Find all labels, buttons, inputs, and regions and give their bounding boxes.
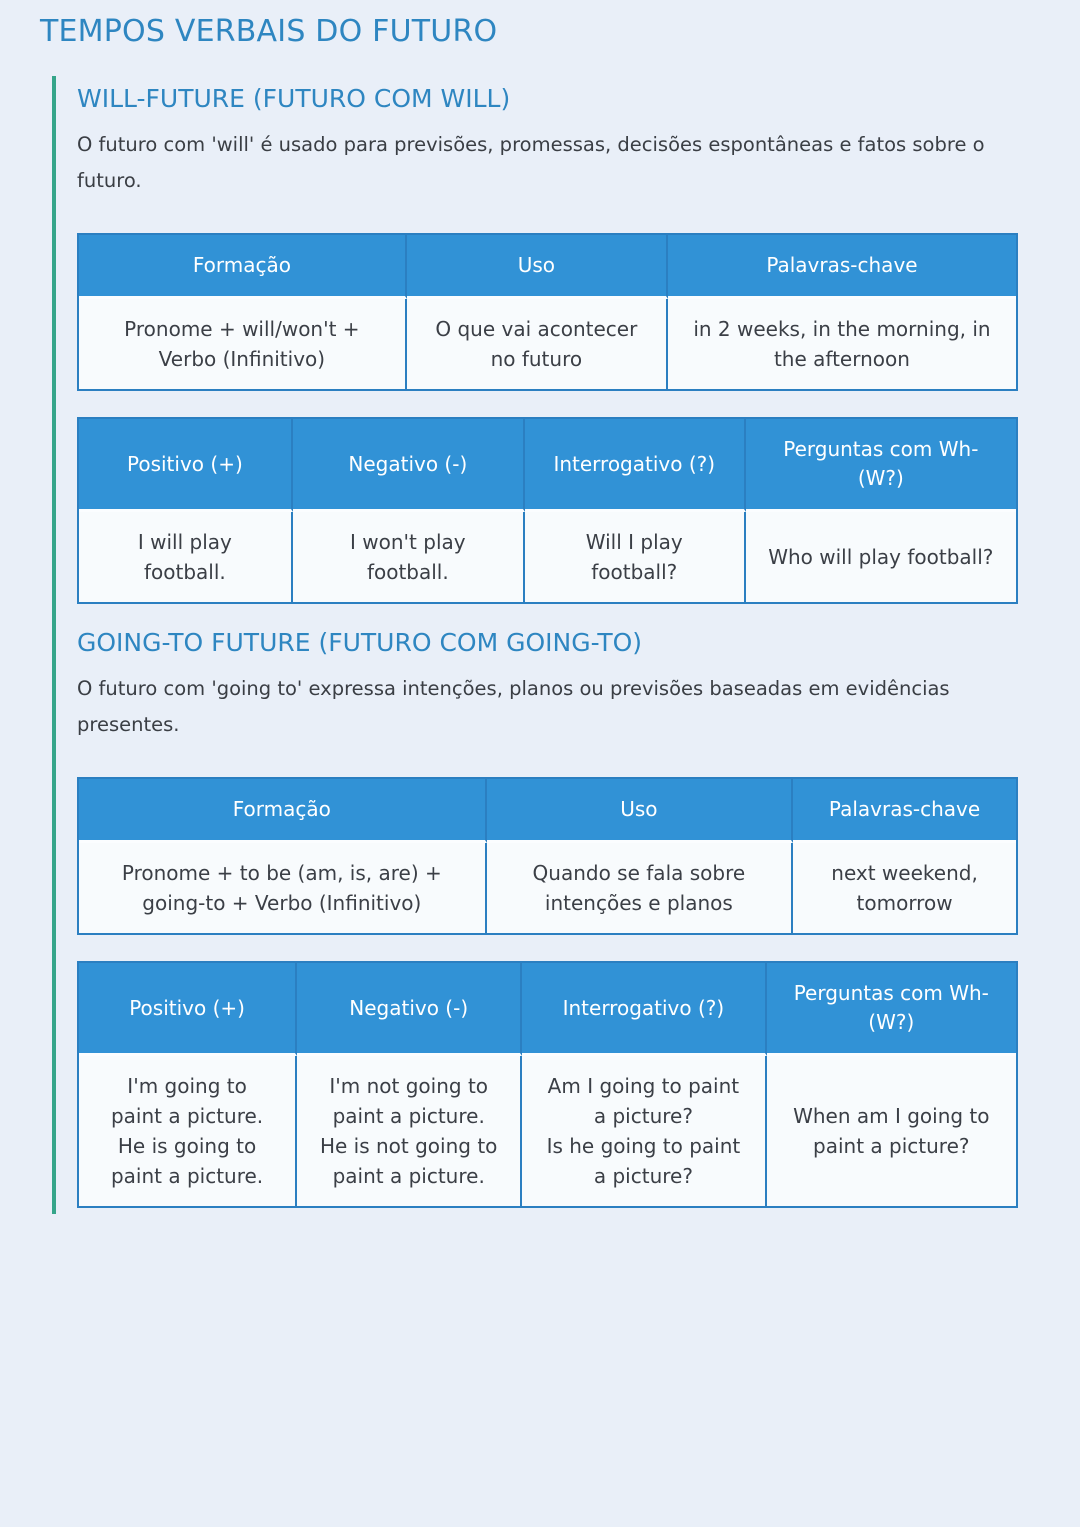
cell-wh-questions: Who will play football? <box>745 512 1016 603</box>
column-header-negativo: Negativo (-) <box>292 419 525 513</box>
cell-palavras-chave: next weekend, tomorrow <box>793 843 1016 934</box>
cell-interrogativo: Am I going to paint a picture? Is he goi… <box>522 1056 767 1207</box>
cell-palavras-chave: in 2 weeks, in the morning, in the after… <box>667 299 1016 390</box>
cell-formacao: Pronome + will/won't + Verbo (Infinitivo… <box>79 299 407 390</box>
column-header-positivo: Positivo (+) <box>79 419 293 513</box>
column-header-interrogativo: Interrogativo (?) <box>524 419 746 513</box>
cell-wh-questions: When am I going to paint a picture? <box>766 1056 1016 1207</box>
going-to-future-heading: GOING-TO FUTURE (FUTURO COM GOING-TO) <box>77 628 643 658</box>
going-to-forms-table: Positivo (+) Negativo (-) Interrogativo … <box>77 961 1018 1209</box>
cell-formacao: Pronome + to be (am, is, are) + going-to… <box>79 843 487 934</box>
table-header-row: Positivo (+) Negativo (-) Interrogativo … <box>79 963 1016 1057</box>
will-future-description: O futuro com 'will' é usado para previsõ… <box>77 133 985 193</box>
cell-uso: Quando se fala sobre intenções e planos <box>486 843 794 934</box>
column-header-interrogativo: Interrogativo (?) <box>522 963 767 1057</box>
column-header-uso: Uso <box>406 235 668 300</box>
table-header-row: Formação Uso Palavras-chave <box>79 235 1016 300</box>
future-tenses-section: WILL-FUTURE (FUTURO COM WILL) O futuro c… <box>52 76 1018 1215</box>
column-header-positivo: Positivo (+) <box>79 963 298 1057</box>
column-header-palavras-chave: Palavras-chave <box>667 235 1016 300</box>
cell-negativo: I won't play football. <box>292 512 525 603</box>
table-row: Pronome + will/won't + Verbo (Infinitivo… <box>79 299 1016 390</box>
table-header-row: Formação Uso Palavras-chave <box>79 779 1016 844</box>
page-title: TEMPOS VERBAIS DO FUTURO <box>40 14 498 49</box>
cell-positivo: I will play football. <box>79 512 293 603</box>
cell-negativo: I'm not going to paint a picture. He is … <box>297 1056 523 1207</box>
cell-interrogativo: Will I play football? <box>524 512 746 603</box>
table-row: Pronome + to be (am, is, are) + going-to… <box>79 843 1016 934</box>
cell-uso: O que vai acontecer no futuro <box>406 299 668 390</box>
column-header-negativo: Negativo (-) <box>297 963 523 1057</box>
table-row: I will play football. I won't play footb… <box>79 512 1016 603</box>
column-header-wh-questions: Perguntas com Wh- (W?) <box>745 419 1016 513</box>
column-header-palavras-chave: Palavras-chave <box>793 779 1016 844</box>
column-header-formacao: Formação <box>79 235 407 300</box>
will-formation-table: Formação Uso Palavras-chave Pronome + wi… <box>77 233 1018 392</box>
table-header-row: Positivo (+) Negativo (-) Interrogativo … <box>79 419 1016 513</box>
document-page: TEMPOS VERBAIS DO FUTURO WILL-FUTURE (FU… <box>40 14 1018 1215</box>
column-header-wh-questions: Perguntas com Wh- (W?) <box>766 963 1016 1057</box>
table-row: I'm going to paint a picture. He is goin… <box>79 1056 1016 1207</box>
going-to-formation-table: Formação Uso Palavras-chave Pronome + to… <box>77 777 1018 936</box>
will-forms-table: Positivo (+) Negativo (-) Interrogativo … <box>77 417 1018 605</box>
column-header-formacao: Formação <box>79 779 487 844</box>
cell-positivo: I'm going to paint a picture. He is goin… <box>79 1056 298 1207</box>
column-header-uso: Uso <box>486 779 794 844</box>
will-future-heading: WILL-FUTURE (FUTURO COM WILL) <box>77 84 511 113</box>
going-to-future-description: O futuro com 'going to' expressa intençõ… <box>77 677 950 737</box>
